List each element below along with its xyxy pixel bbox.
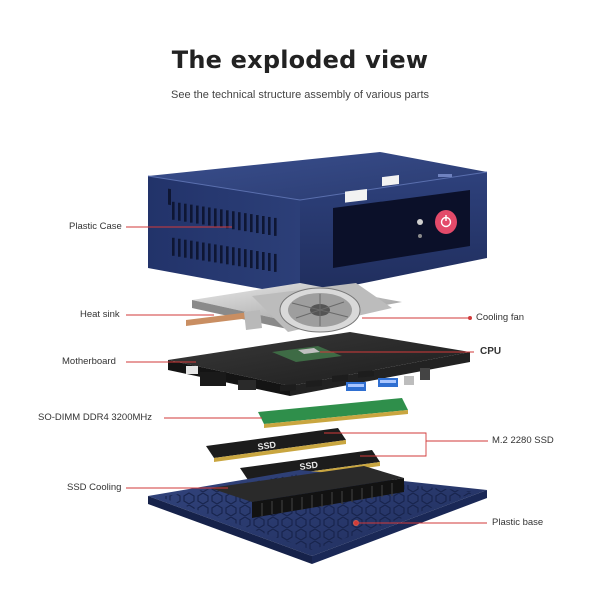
plastic-case: [147, 152, 488, 296]
label-m2-ssd: M.2 2280 SSD: [492, 435, 554, 446]
vent-slot: [190, 240, 193, 259]
vent-slot: [178, 202, 181, 221]
label-heat-sink: Heat sink: [80, 309, 120, 320]
cooling-fan: [252, 283, 392, 333]
vent-slot: [244, 213, 247, 232]
vent-slot: [226, 210, 229, 229]
vent-slot: [178, 238, 181, 257]
vent-slot: [202, 206, 205, 225]
vent-slot: [232, 247, 235, 266]
ssd-label-1: SSD: [257, 439, 277, 452]
vent-slot: [220, 209, 223, 228]
vent-slot: [226, 246, 229, 265]
vent-slot: [172, 237, 175, 256]
ssd-label-2: SSD: [299, 459, 319, 472]
label-sodimm: SO-DIMM DDR4 3200MHz: [38, 412, 153, 423]
vent-slot: [256, 215, 259, 234]
vent-slot: [274, 217, 277, 236]
vent-slot: [268, 252, 271, 271]
label-ssd-cooling: SSD Cooling: [67, 482, 122, 493]
vent-slot: [262, 216, 265, 234]
vent-slot: [184, 203, 187, 222]
vent-slot: [196, 205, 199, 224]
vent-slot: [244, 249, 247, 268]
motherboard: [168, 332, 470, 396]
vent-slot: [172, 201, 175, 220]
vent-slot: [238, 212, 241, 231]
vent-slot: [256, 251, 259, 270]
vent-slot: [268, 216, 271, 235]
label-plastic-base: Plastic base: [492, 517, 544, 528]
vent-slot: [190, 204, 193, 223]
vent-slot: [250, 250, 253, 269]
label-cpu: CPU: [480, 346, 502, 357]
vent-slot: [262, 252, 265, 270]
vent-slot: [238, 248, 241, 267]
sodimm-ram: [258, 370, 408, 428]
vent-slot: [202, 242, 205, 261]
ssd-cooling: [210, 466, 404, 518]
page-subtitle: See the technical structure assembly of …: [170, 89, 429, 101]
vent-slot: [208, 207, 211, 226]
label-motherboard: Motherboard: [62, 356, 116, 367]
page-title: The exploded view: [171, 46, 429, 74]
label-plastic-case: Plastic Case: [69, 221, 122, 232]
vent-slot: [214, 244, 217, 263]
vent-slot: [220, 245, 223, 264]
vent-slot: [208, 243, 211, 262]
vent-slot: [214, 208, 217, 227]
vent-slot: [232, 211, 235, 230]
vent-slot: [250, 214, 253, 233]
vent-slot: [274, 253, 277, 272]
power-button-graphic: [435, 210, 457, 234]
case-vents: [168, 188, 171, 206]
label-cooling-fan: Cooling fan: [476, 312, 525, 323]
cpu-chip: [272, 346, 342, 362]
vent-slot: [196, 241, 199, 260]
vent-slot: [184, 239, 187, 258]
leader-lines: [126, 226, 488, 524]
